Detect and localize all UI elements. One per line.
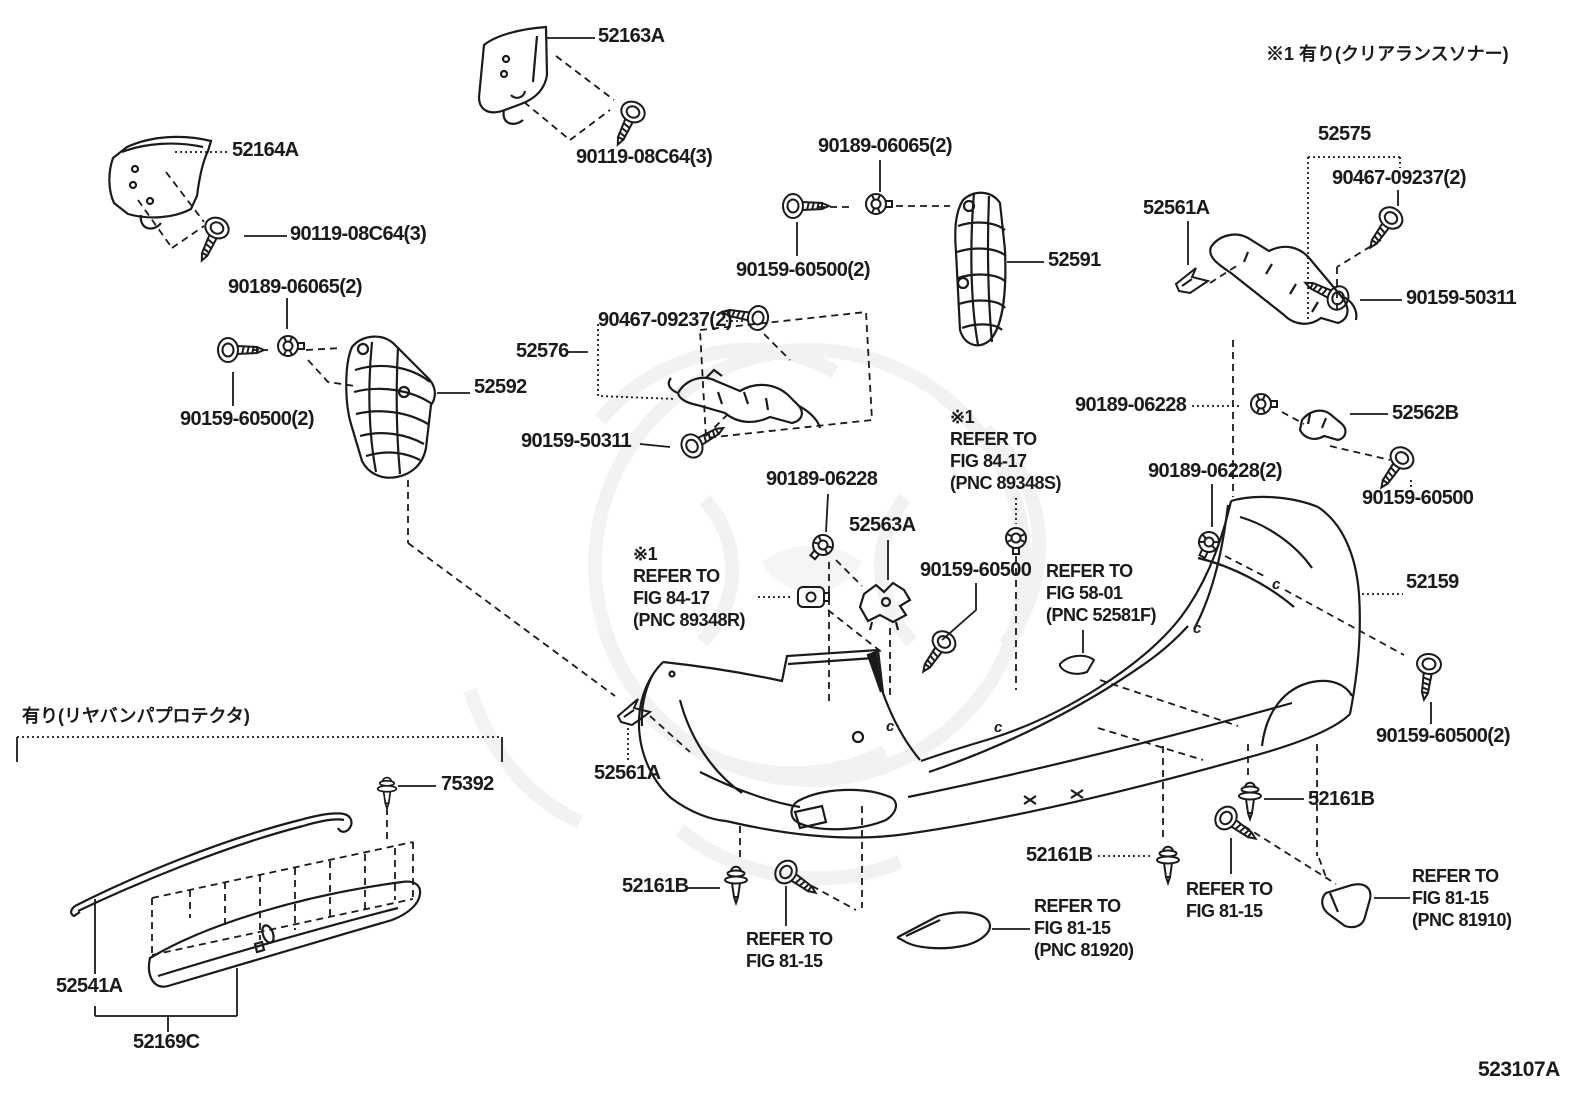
part-label-52563a: 52563A — [849, 514, 916, 536]
part-label-52164a: 52164A — [232, 139, 299, 161]
part-label-52161b: 52161B — [1308, 788, 1375, 810]
part-label-90159-60500(2): 90159-60500(2) — [180, 408, 315, 430]
moulding-52541a-art — [70, 812, 353, 918]
bumper-cover-52159-art — [637, 495, 1361, 839]
clip-52561a-icon — [1174, 267, 1211, 295]
watermark-pattern — [463, 342, 1047, 886]
mount-flag-art — [1059, 654, 1096, 675]
part-label-52576: 52576 — [516, 340, 569, 362]
ref-block-line: (PNC 52581F) — [1046, 605, 1157, 625]
part-label-90159-60500: 90159-60500 — [920, 559, 1032, 581]
ref-block-line: (PNC 81920) — [1034, 940, 1134, 960]
retainer-52576-art — [667, 368, 822, 429]
reflector-art — [1321, 883, 1372, 929]
part-label-90189-06065(2): 90189-06065(2) — [228, 276, 363, 298]
part-label-52591: 52591 — [1048, 249, 1101, 271]
part-label-52561a: 52561A — [594, 762, 661, 784]
hole-marker: c — [1272, 576, 1281, 593]
part-label-75392: 75392 — [441, 773, 494, 795]
part-label-52163a: 52163A — [598, 25, 665, 47]
note-rear-bumper-protector: 有り(リヤバンパプロテクタ) — [22, 706, 250, 726]
ref-block-line: (PNC 89348S) — [950, 473, 1062, 493]
bracket-52562b-art — [1298, 409, 1347, 442]
note-clearance-sonar: ※1 有り(クリアランスソナー) — [1266, 44, 1509, 64]
part-label-90189-06228: 90189-06228 — [1075, 394, 1187, 416]
part-label-90159-60500: 90159-60500 — [1362, 487, 1474, 509]
garnish-52169c-art — [147, 880, 422, 988]
part-label-90119-08c64(3): 90119-08C64(3) — [290, 223, 427, 245]
part-label-52161b: 52161B — [1026, 844, 1093, 866]
part-label-90189-06228: 90189-06228 — [766, 468, 878, 490]
reflector-art — [896, 911, 991, 950]
ref-block-line: FIG 84-17 — [950, 451, 1027, 471]
part-label-52562b: 52562B — [1392, 402, 1459, 424]
part-label-52575: 52575 — [1318, 123, 1371, 145]
ref-block-line: FIG 81-15 — [1412, 888, 1489, 908]
part-label-90159-50311: 90159-50311 — [521, 430, 632, 452]
ref-block-line: FIG 84-17 — [633, 588, 710, 608]
part-label-52541a: 52541A — [56, 975, 123, 997]
clip-52561a-icon — [616, 698, 653, 727]
hole-marker: c — [1193, 620, 1202, 637]
part-label-90159-60500(2): 90159-60500(2) — [736, 259, 871, 281]
ref-block-line: REFER TO — [633, 566, 720, 586]
part-label-90189-06065(2): 90189-06065(2) — [818, 135, 953, 157]
ref-block-line: FIG 81-15 — [1186, 901, 1263, 921]
hole-marker: c — [994, 719, 1003, 736]
ref-block-line: (PNC 81910) — [1412, 910, 1512, 930]
ref-block-line: REFER TO — [746, 929, 833, 949]
ref-block-line: FIG 58-01 — [1046, 583, 1123, 603]
ref-block-line: ※1 — [633, 544, 658, 564]
part-label-52561a: 52561A — [1143, 197, 1210, 219]
ref-block-line: REFER TO — [950, 429, 1037, 449]
bracket-52563a-art — [858, 581, 912, 631]
ref-block-line: REFER TO — [1412, 866, 1499, 886]
hole-marker: c — [886, 718, 895, 735]
part-label-90189-06228(2): 90189-06228(2) — [1148, 460, 1283, 482]
ref-block-line: FIG 81-15 — [1034, 918, 1111, 938]
part-label-90467-09237(2): 90467-09237(2) — [598, 309, 733, 331]
pad-52592-art — [345, 335, 436, 479]
ref-block-line: REFER TO — [1186, 879, 1273, 899]
ref-block-line: (PNC 89348R) — [633, 610, 746, 630]
part-label-52592: 52592 — [474, 376, 527, 398]
diagram-code: 523107A — [1478, 1058, 1560, 1081]
part-label-52169c: 52169C — [133, 1031, 200, 1053]
pad-52591-art — [954, 191, 1007, 347]
ref-block-line: ※1 — [950, 407, 975, 427]
bracket-52163a-art — [477, 25, 549, 125]
ref-block-line: REFER TO — [1046, 561, 1133, 581]
ref-block-line: FIG 81-15 — [746, 951, 823, 971]
part-label-52159: 52159 — [1406, 571, 1459, 593]
part-label-90467-09237(2): 90467-09237(2) — [1332, 167, 1467, 189]
part-label-90119-08c64(3): 90119-08C64(3) — [576, 146, 713, 168]
part-label-90159-60500(2): 90159-60500(2) — [1376, 725, 1511, 747]
bracket-52164a-art — [108, 135, 213, 230]
ref-block-line: REFER TO — [1034, 896, 1121, 916]
part-label-90159-50311: 90159-50311 — [1406, 287, 1517, 309]
part-label-52161b: 52161B — [622, 875, 689, 897]
